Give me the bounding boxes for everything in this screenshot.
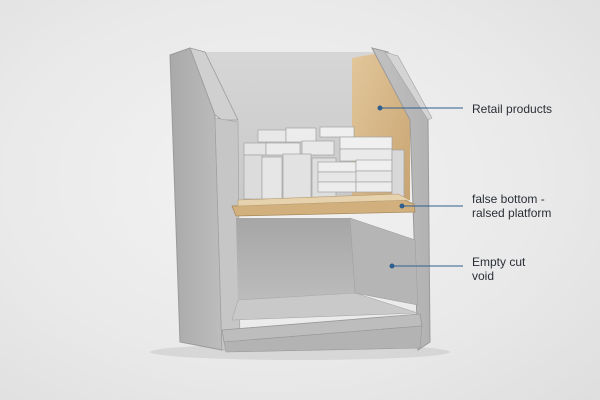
label-retail-products: Retail products: [472, 102, 552, 116]
label-false-bottom-line1: false bottom -: [472, 192, 545, 206]
void-floor: [231, 292, 419, 321]
base-front-face: [223, 325, 423, 353]
empty-void-back: [236, 218, 355, 300]
label-false-bottom: false bottom - ralsed platform: [472, 192, 551, 220]
label-empty-void-line1: Empty cut: [472, 255, 526, 269]
left-side-edge: [189, 47, 239, 121]
right-side-edge: [384, 51, 433, 121]
label-false-bottom-line2: ralsed platform: [472, 206, 552, 220]
empty-void-right: [349, 217, 419, 306]
label-retail-products-text: Retail products: [472, 102, 553, 116]
leader-lines: [377, 105, 463, 269]
label-empty-void-line2: void: [472, 269, 495, 283]
platform-top-face: [237, 193, 411, 207]
label-empty-void: Empty cut void: [472, 255, 525, 283]
retail-products-stack: [243, 126, 405, 200]
